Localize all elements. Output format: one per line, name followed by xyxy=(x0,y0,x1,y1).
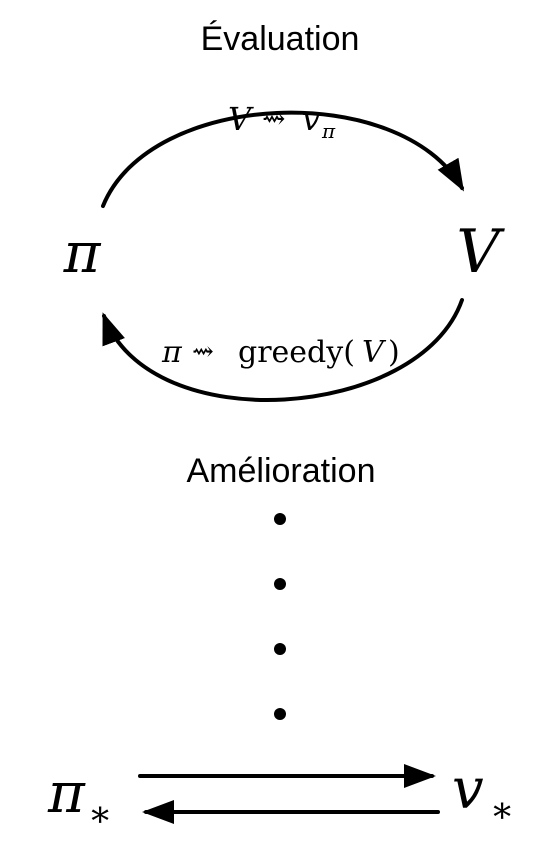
policy-node: π xyxy=(63,221,102,286)
optimal-policy-subscript: ∗ xyxy=(88,794,112,835)
optimal-value-symbol: v xyxy=(452,757,484,822)
optimal-policy: π ∗ xyxy=(47,761,112,835)
improvement-close: ) xyxy=(388,335,400,370)
ellipsis-dots xyxy=(274,513,286,720)
improvement-greedy: greedy( xyxy=(238,335,355,370)
improvement-squiggle-arrow: ⇝ xyxy=(192,337,214,367)
optimal-value-subscript: ∗ xyxy=(490,790,514,831)
evaluation-arc xyxy=(101,110,464,208)
evaluation-arrow-label: V ⇝ v π xyxy=(228,100,336,143)
evaluation-to-subscript: π xyxy=(321,119,336,143)
improvement-label: Amélioration xyxy=(187,452,376,490)
improvement-from: π xyxy=(161,335,183,370)
evaluation-to: v xyxy=(302,100,320,138)
improvement-arg: V xyxy=(362,335,387,370)
evaluation-squiggle-arrow: ⇝ xyxy=(262,102,285,135)
optimal-value: v ∗ xyxy=(452,757,514,831)
ellipsis-dot xyxy=(274,513,286,525)
ellipsis-dot xyxy=(274,708,286,720)
ellipsis-dot xyxy=(274,578,286,590)
evaluation-label: Évaluation xyxy=(201,20,360,58)
value-node: V xyxy=(456,217,505,287)
evaluation-from: V xyxy=(228,100,254,138)
improvement-arc xyxy=(102,298,464,402)
improvement-arrow-label: π ⇝ greedy( V ) xyxy=(161,335,400,370)
optimal-policy-symbol: π xyxy=(47,761,86,826)
ellipsis-dot xyxy=(274,643,286,655)
